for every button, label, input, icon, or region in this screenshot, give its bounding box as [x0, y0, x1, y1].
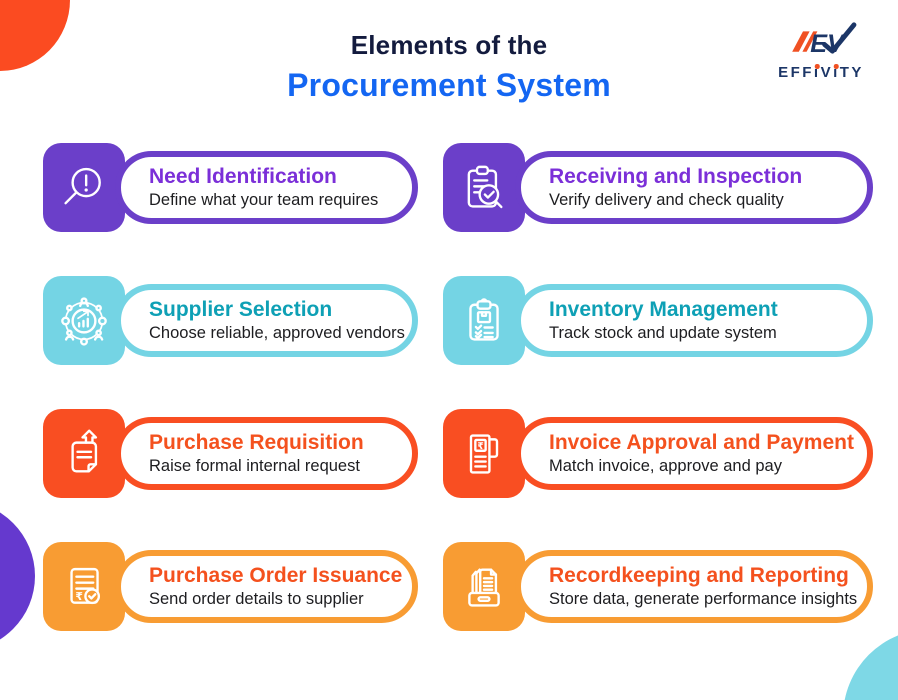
- card-description: Choose reliable, approved vendors: [149, 323, 405, 342]
- card-purchase-requisition: Purchase Requisition Raise formal intern…: [43, 409, 418, 498]
- card-icon-chip: [43, 276, 125, 365]
- card-description: Raise formal internal request: [149, 456, 360, 475]
- svg-text:₹: ₹: [477, 440, 483, 451]
- card-title: Receiving and Inspection: [549, 164, 803, 188]
- card-pill: Need Identification Define what your tea…: [115, 151, 418, 224]
- inventory-clipboard-icon: [469, 297, 499, 341]
- card-pill: Invoice Approval and Payment Match invoi…: [515, 417, 873, 490]
- card-icon-chip: ₹: [443, 409, 525, 498]
- document-arrow-up-icon: [71, 429, 98, 473]
- cards-grid: Need Identification Define what your tea…: [43, 143, 873, 631]
- card-icon-chip: [43, 409, 125, 498]
- card-icon-chip: ₹: [43, 542, 125, 631]
- card-description: Store data, generate performance insight…: [549, 589, 858, 608]
- card-recordkeeping-reporting: Recordkeeping and Reporting Store data, …: [443, 542, 873, 631]
- card-description: Define what your team requires: [149, 190, 379, 209]
- card-title: Recordkeeping and Reporting: [549, 563, 849, 587]
- card-pill: Recordkeeping and Reporting Store data, …: [515, 550, 873, 623]
- card-invoice-approval-payment: ₹ Invoice Approval and Payment Match inv…: [443, 409, 873, 498]
- page-title-line1: Elements of the: [350, 30, 548, 60]
- card-supplier-selection: Supplier Selection Choose reliable, appr…: [43, 276, 418, 365]
- card-pill: Supplier Selection Choose reliable, appr…: [115, 284, 418, 357]
- card-need-identification: Need Identification Define what your tea…: [43, 143, 418, 232]
- invoice-rupee-icon: ₹: [469, 433, 499, 474]
- effivity-logo-mark-icon: EV: [792, 22, 857, 58]
- magnifier-alert-icon: [64, 167, 101, 204]
- card-title: Supplier Selection: [149, 297, 333, 321]
- card-icon-chip: [443, 143, 525, 232]
- page-title-line2: Procurement System: [287, 67, 611, 103]
- order-document-check-icon: ₹: [70, 567, 101, 604]
- card-icon-chip: [443, 542, 525, 631]
- card-title: Purchase Requisition: [149, 430, 364, 454]
- card-description: Track stock and update system: [549, 323, 777, 342]
- card-pill: Purchase Order Issuance Send order detai…: [115, 550, 418, 623]
- corner-circle-bottom-right: [843, 629, 898, 700]
- clipboard-search-check-icon: [467, 165, 503, 208]
- card-description: Verify delivery and check quality: [549, 190, 784, 209]
- card-description: Match invoice, approve and pay: [549, 456, 782, 475]
- card-pill: Purchase Requisition Raise formal intern…: [115, 417, 418, 490]
- card-icon-chip: [443, 276, 525, 365]
- vendor-network-icon: [61, 296, 107, 346]
- card-title: Invoice Approval and Payment: [549, 430, 854, 454]
- card-pill: Receiving and Inspection Verify delivery…: [515, 151, 873, 224]
- effivity-wordmark: EFFıVıTY: [778, 64, 864, 81]
- page-header: Elements of the Procurement System: [0, 30, 898, 104]
- effivity-logo: EV EFFıVıTY: [766, 20, 876, 81]
- card-icon-chip: [43, 143, 125, 232]
- corner-circle-bottom-left: [0, 501, 35, 651]
- svg-text:₹: ₹: [75, 590, 83, 603]
- card-title: Need Identification: [149, 164, 337, 188]
- card-title: Purchase Order Issuance: [149, 563, 403, 587]
- card-pill: Inventory Management Track stock and upd…: [515, 284, 873, 357]
- card-inventory-management: Inventory Management Track stock and upd…: [443, 276, 873, 365]
- card-purchase-order-issuance: ₹ Purchase Order Issuance Send order det…: [43, 542, 418, 631]
- card-receiving-inspection: Receiving and Inspection Verify delivery…: [443, 143, 873, 232]
- card-description: Send order details to supplier: [149, 589, 364, 608]
- records-archive-icon: [468, 567, 500, 607]
- card-title: Inventory Management: [549, 297, 778, 321]
